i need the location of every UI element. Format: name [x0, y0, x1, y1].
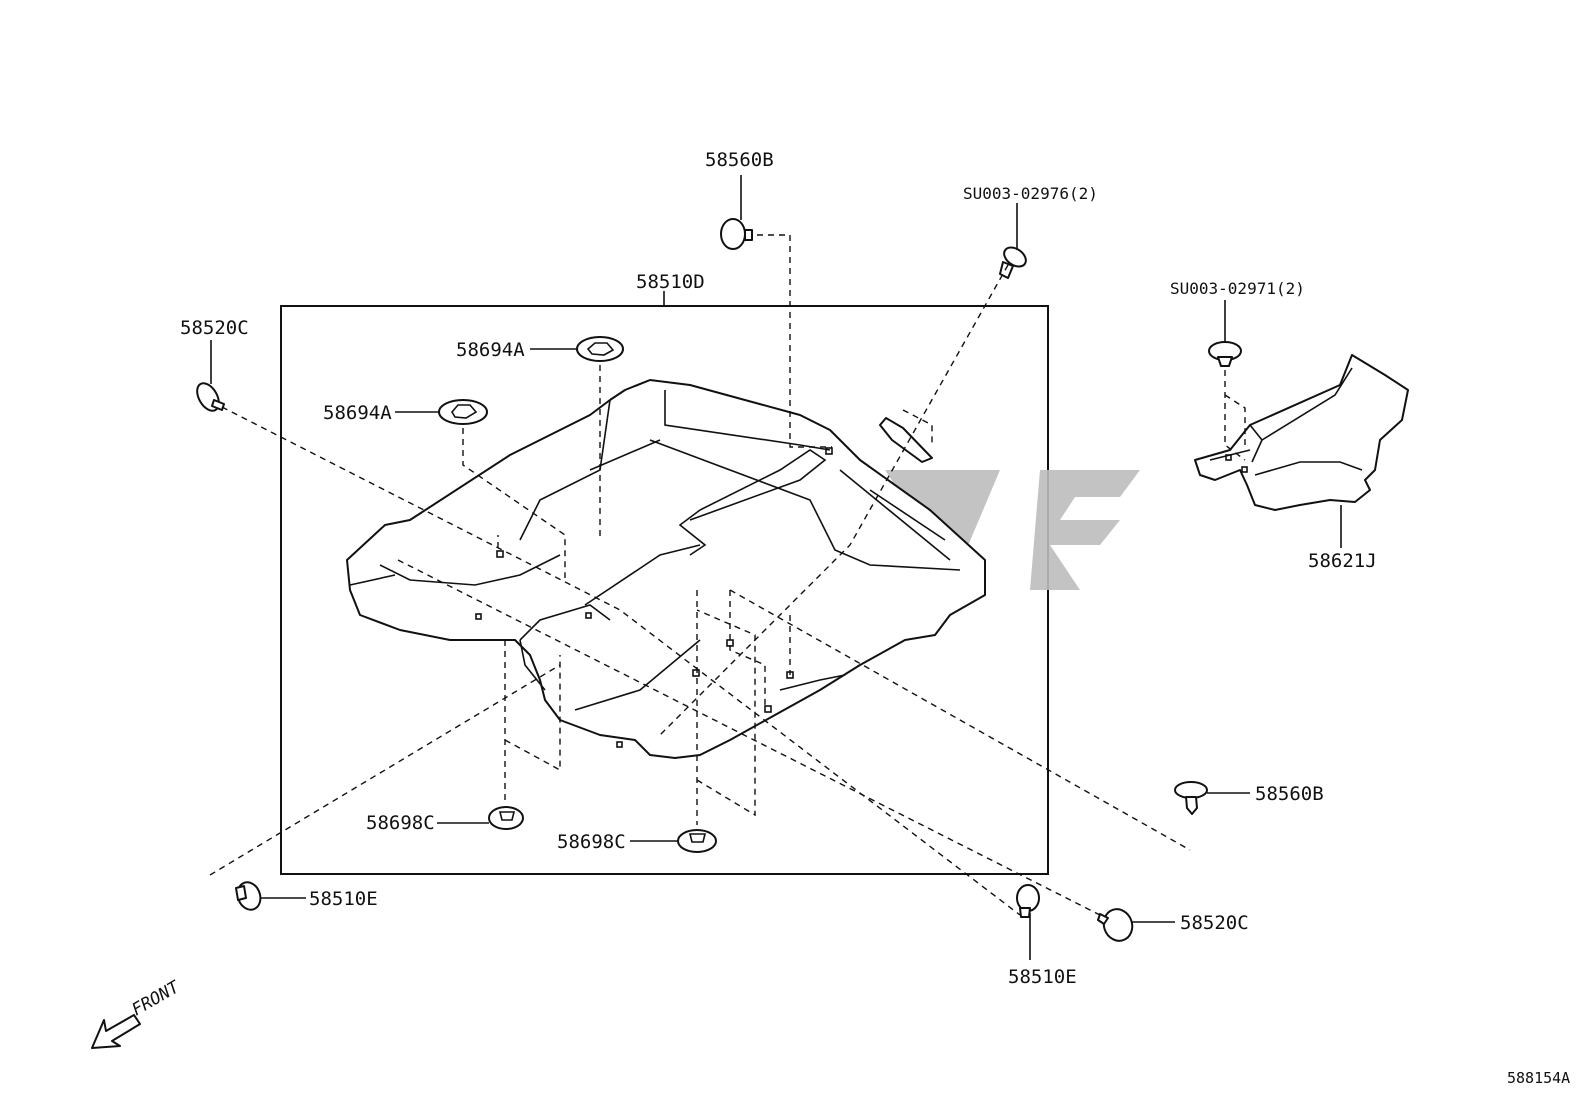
callout-screw-a: SU003-02976(2)	[963, 184, 1098, 203]
assembly-guides	[209, 234, 1246, 916]
carpet-bracket	[879, 409, 933, 463]
callout-grommet-bottom-right: 58520C	[1180, 912, 1249, 934]
callout-rear-piece: 58621J	[1308, 550, 1377, 572]
callout-fastener-center: 58698C	[557, 831, 626, 853]
callout-stopper-right: 58510E	[1008, 966, 1077, 988]
callout-clip-right: 58560B	[1255, 783, 1324, 805]
clip-top-part	[720, 218, 753, 250]
diagram-reference-code: 588154A	[1507, 1069, 1570, 1087]
callout-spacer-lower: 58694A	[323, 402, 392, 424]
leader-lines	[210, 175, 1342, 960]
callout-fastener-left: 58698C	[366, 812, 435, 834]
grommet-bottom-right-part	[1097, 908, 1134, 942]
screw-b-part	[1208, 341, 1242, 367]
fastener-left-part	[488, 806, 524, 830]
front-label: FRONT	[129, 977, 185, 1021]
screw-a-part	[999, 246, 1027, 279]
spacer-lower-part	[438, 399, 488, 425]
callout-grommet-top-left: 58520C	[180, 317, 249, 339]
front-direction-indicator: FRONT	[91, 977, 185, 1049]
callout-stopper-left: 58510E	[309, 888, 378, 910]
stopper-right-part	[1016, 884, 1040, 918]
stopper-left-part	[235, 881, 262, 911]
grommet-top-left-part	[196, 382, 225, 412]
floor-carpet-part	[346, 379, 986, 759]
clip-right-part	[1174, 781, 1208, 815]
front-arrow-icon	[91, 1014, 141, 1049]
callout-main-floor-carpet: 58510D	[636, 271, 705, 293]
callout-spacer-upper: 58694A	[456, 339, 525, 361]
callout-clip-top: 58560B	[705, 149, 774, 171]
callout-screw-b: SU003-02971(2)	[1170, 279, 1305, 298]
spacer-upper-part	[576, 336, 624, 362]
rear-carpet-piece	[1194, 354, 1409, 511]
fastener-center-part	[677, 829, 717, 853]
